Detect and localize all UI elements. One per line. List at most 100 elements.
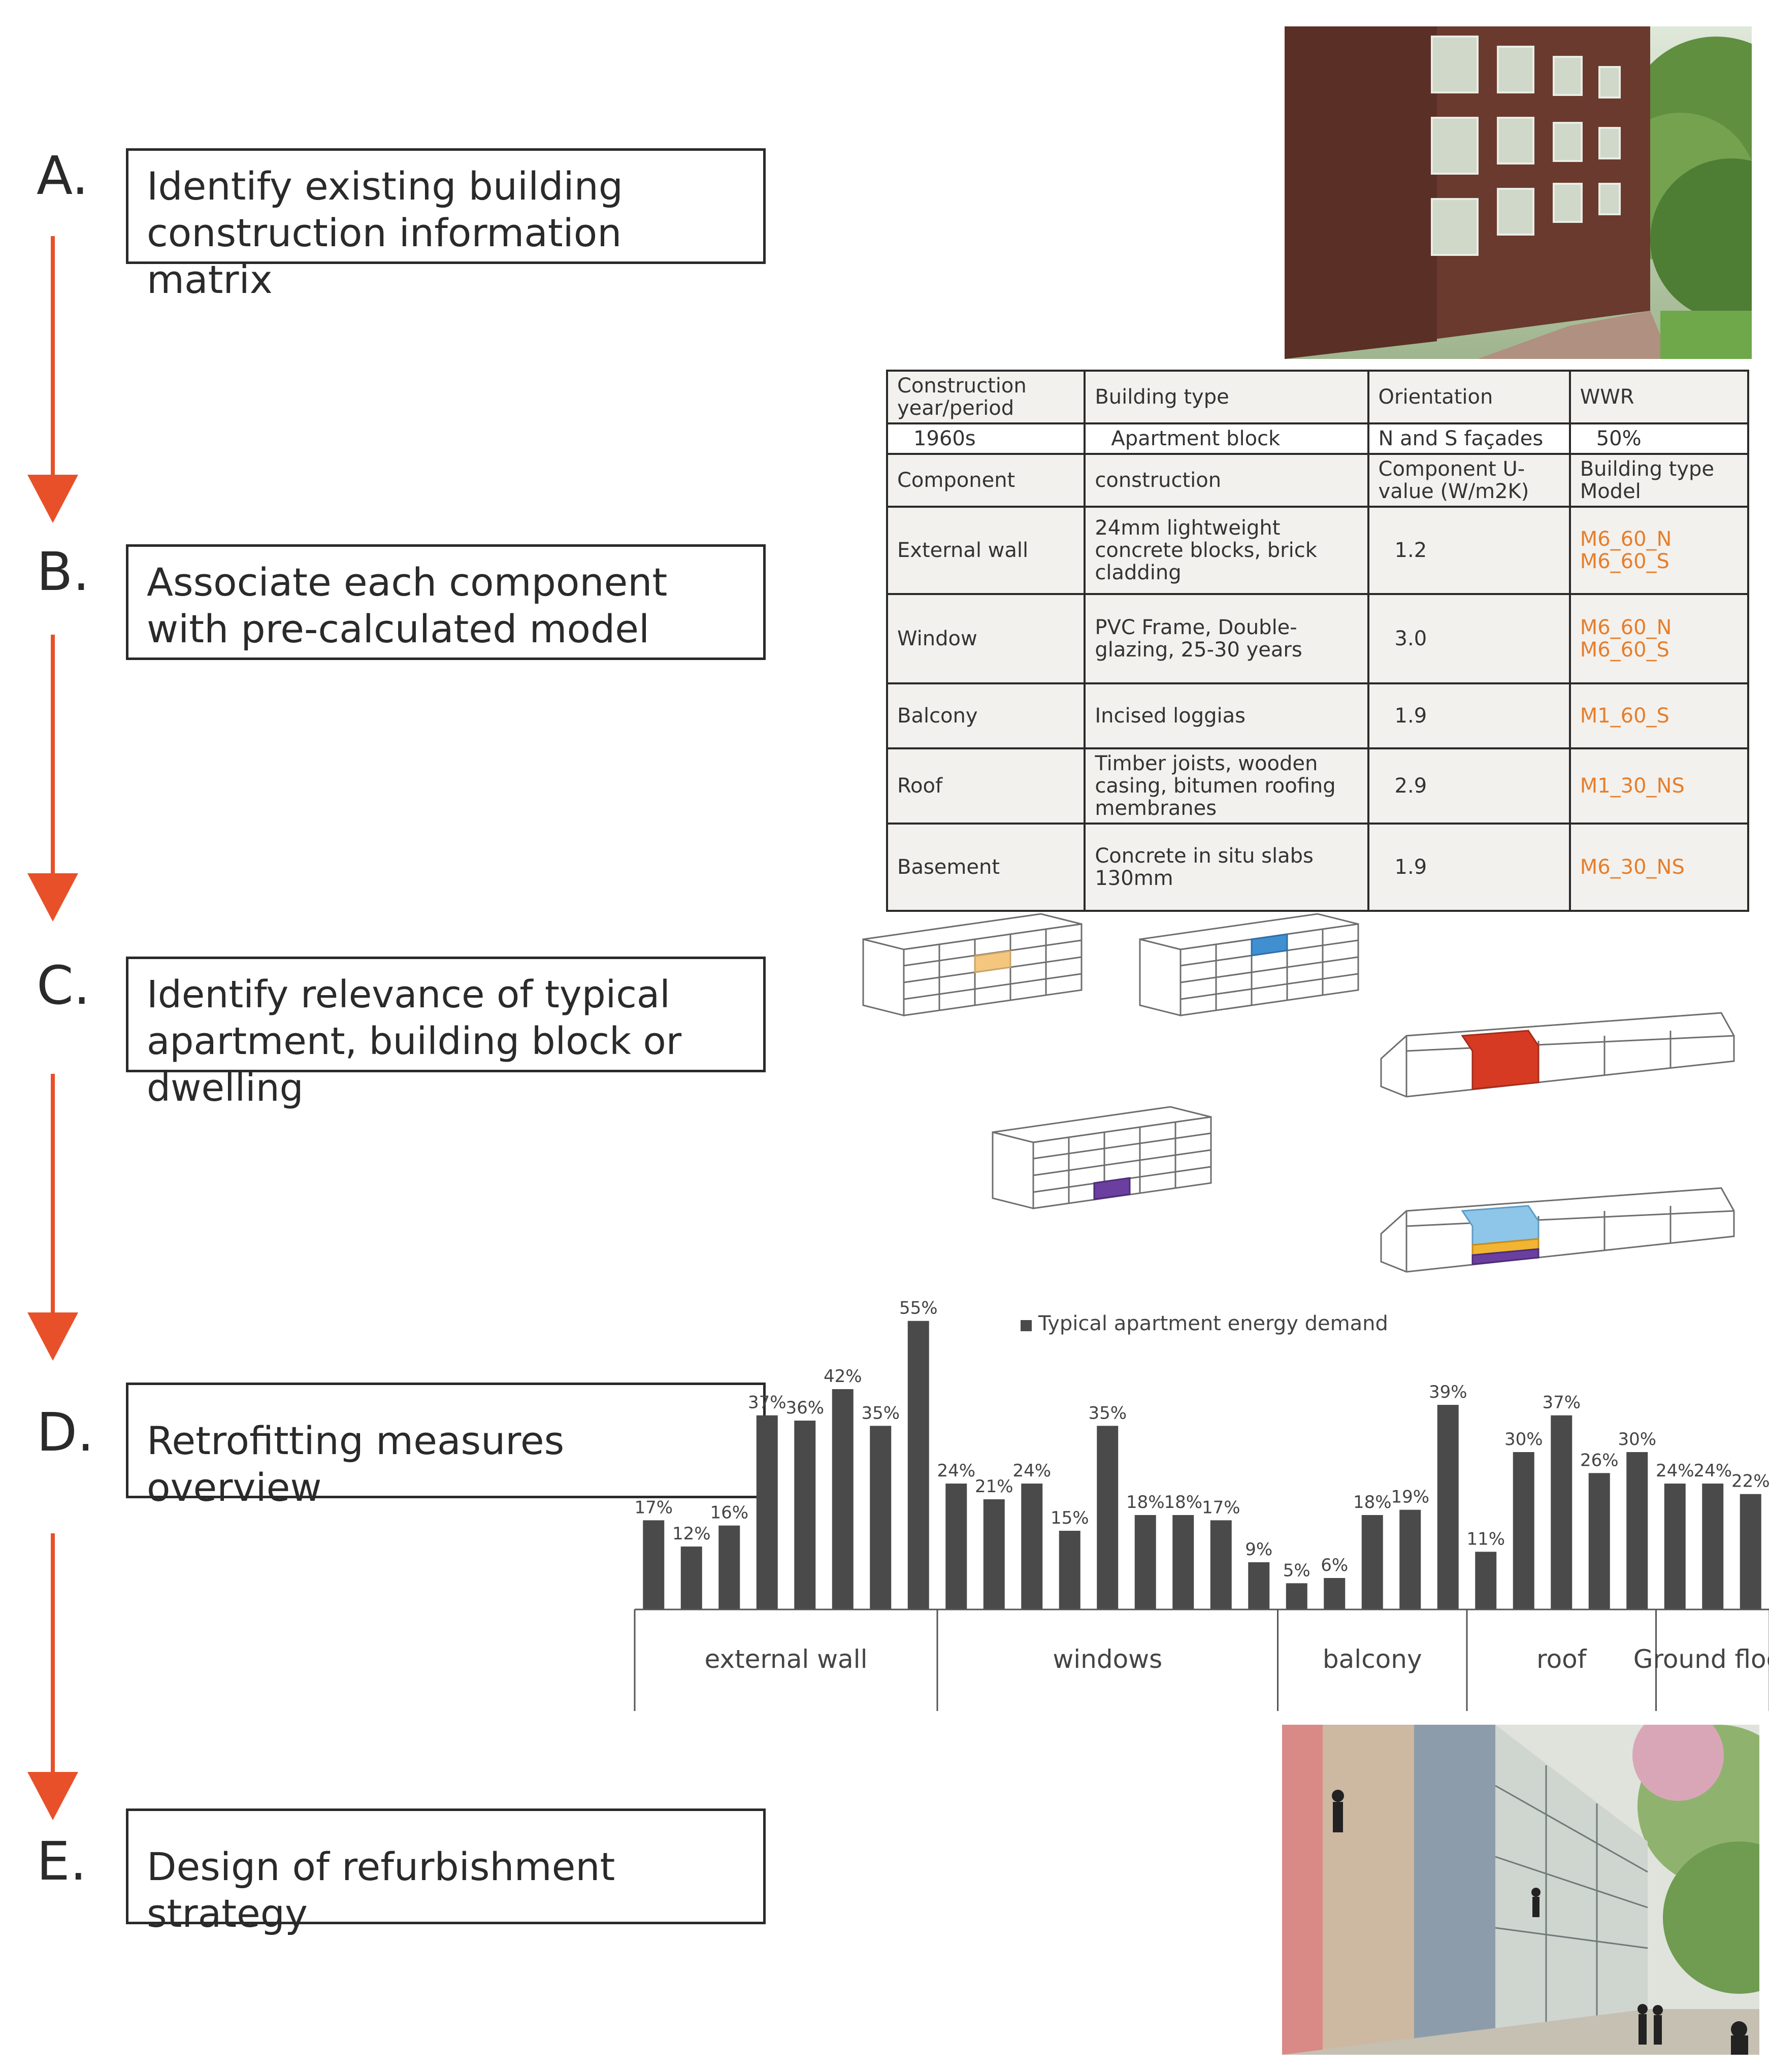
bar	[1021, 1484, 1043, 1609]
bar	[1286, 1583, 1307, 1609]
category-label: roof	[1536, 1645, 1587, 1674]
matrix-cell: 3.0	[1367, 593, 1571, 684]
legend-swatch	[1021, 1320, 1032, 1331]
bar-data-label: 24%	[1012, 1461, 1051, 1481]
bar	[907, 1321, 929, 1609]
bar	[1513, 1452, 1534, 1609]
retrofitting-bar-chart: 17%12%16%37%36%42%35%55%24%21%24%15%35%1…	[634, 1298, 1769, 1711]
arrow-c-to-d	[24, 1074, 81, 1363]
bar-data-label: 11%	[1466, 1529, 1505, 1549]
bar	[1172, 1515, 1194, 1609]
matrix-cell: Construction year/period	[886, 370, 1086, 424]
bar	[1551, 1415, 1573, 1609]
bars-group	[643, 1321, 1761, 1609]
bar-data-label: 22%	[1731, 1471, 1769, 1492]
bar	[832, 1389, 854, 1609]
bar	[1588, 1473, 1610, 1609]
matrix-cell: Building type	[1084, 370, 1369, 424]
step-e-box: Design of refurbishment strategy	[126, 1808, 766, 1936]
matrix-model-cell: M1_30_NS	[1568, 747, 1750, 825]
bar-data-label: 5%	[1283, 1560, 1311, 1581]
dwelling-row-red	[1380, 1012, 1735, 1098]
matrix-cell: Roof	[886, 747, 1086, 825]
construction-matrix: Construction year/period Building type O…	[886, 370, 1750, 912]
step-b-box: Associate each component with pre-calcul…	[126, 544, 766, 660]
bar-data-label: 17%	[634, 1497, 673, 1518]
matrix-row-external-wall: External wall 24mm lightweight concrete …	[886, 506, 1750, 595]
bar-data-label: 37%	[748, 1393, 787, 1413]
bar-data-label: 17%	[1202, 1497, 1240, 1518]
matrix-cell: 24mm lightweight concrete blocks, brick …	[1084, 506, 1369, 595]
bar	[1248, 1562, 1270, 1609]
step-d-box: Retrofitting measures overview	[126, 1383, 766, 1510]
matrix-cell: Window	[886, 593, 1086, 684]
step-e-letter: E.	[37, 1830, 87, 1892]
bar	[1210, 1520, 1232, 1609]
bar-data-label: 55%	[899, 1298, 938, 1319]
bar	[794, 1421, 816, 1609]
bar-data-label: 16%	[710, 1503, 748, 1523]
data-labels-group: 17%12%16%37%36%42%35%55%24%21%24%15%35%1…	[634, 1298, 1769, 1581]
category-label: windows	[1053, 1645, 1162, 1674]
category-label: external wall	[705, 1645, 868, 1674]
matrix-cell: construction	[1084, 453, 1369, 508]
matrix-cell: 2.9	[1367, 747, 1571, 825]
arrow-d-to-e	[24, 1533, 81, 1823]
matrix-cell: WWR	[1568, 370, 1750, 424]
step-a-letter: A.	[37, 145, 89, 207]
matrix-cell: Orientation	[1367, 370, 1571, 424]
bar	[1399, 1509, 1421, 1609]
legend-label: Typical apartment energy demand	[1038, 1312, 1388, 1335]
bar-data-label: 18%	[1164, 1492, 1202, 1512]
bar	[1097, 1426, 1119, 1609]
matrix-row-window: Window PVC Frame, Double-glazing, 25-30 …	[886, 593, 1750, 684]
bar	[1626, 1452, 1648, 1609]
bar	[1664, 1484, 1686, 1609]
matrix-cell: External wall	[886, 506, 1086, 595]
bar-data-label: 35%	[861, 1403, 900, 1423]
bar-data-label: 35%	[1088, 1403, 1127, 1423]
bar-data-label: 30%	[1504, 1429, 1543, 1450]
step-b-letter: B.	[37, 541, 90, 603]
matrix-cell: Balcony	[886, 682, 1086, 749]
bar	[1475, 1552, 1497, 1609]
bar	[1740, 1494, 1761, 1609]
bar	[1361, 1515, 1383, 1609]
category-label: Ground floor	[1633, 1645, 1769, 1674]
bar-data-label: 19%	[1391, 1487, 1429, 1507]
model-code: M6_30_NS	[1580, 856, 1685, 879]
bar	[718, 1525, 740, 1609]
matrix-cell: 1.9	[1367, 823, 1571, 912]
model-code: M6_60_S	[1580, 550, 1669, 573]
step-c-letter: C.	[37, 955, 90, 1016]
arrow-b-to-c	[24, 635, 81, 924]
bar	[643, 1520, 665, 1609]
matrix-header-row-1: Construction year/period Building type O…	[886, 370, 1750, 424]
bar-data-label: 26%	[1580, 1450, 1619, 1470]
bar	[1324, 1578, 1346, 1609]
bar-data-label: 24%	[1656, 1461, 1694, 1481]
step-a-box: Identify existing building construction …	[126, 148, 766, 302]
bar-data-label: 21%	[975, 1476, 1013, 1497]
matrix-row-basement: Basement Concrete in situ slabs 130mm 1.…	[886, 823, 1750, 912]
arrow-a-to-b	[24, 236, 81, 525]
model-code: M6_60_N	[1580, 616, 1672, 639]
bar	[680, 1547, 702, 1609]
bar	[1437, 1405, 1459, 1609]
block-model-blue	[1139, 913, 1359, 1016]
matrix-header-row-2: Component construction Component U-value…	[886, 453, 1750, 508]
matrix-cell: 1.2	[1367, 506, 1571, 595]
bar	[870, 1426, 892, 1609]
bar-data-label: 18%	[1126, 1492, 1165, 1512]
block-model-yellow	[862, 913, 1083, 1016]
matrix-cell: Basement	[886, 823, 1086, 912]
matrix-cell: 1.9	[1367, 682, 1571, 749]
category-label: balcony	[1323, 1645, 1422, 1674]
bar-data-label: 12%	[672, 1524, 711, 1544]
bar	[1059, 1531, 1080, 1609]
legend: Typical apartment energy demand	[1021, 1312, 1388, 1335]
bar-data-label: 9%	[1245, 1539, 1272, 1560]
matrix-cell: PVC Frame, Double-glazing, 25-30 years	[1084, 593, 1369, 684]
step-d-letter: D.	[37, 1401, 94, 1463]
matrix-row-balcony: Balcony Incised loggias 1.9 M1_60_S	[886, 682, 1750, 749]
